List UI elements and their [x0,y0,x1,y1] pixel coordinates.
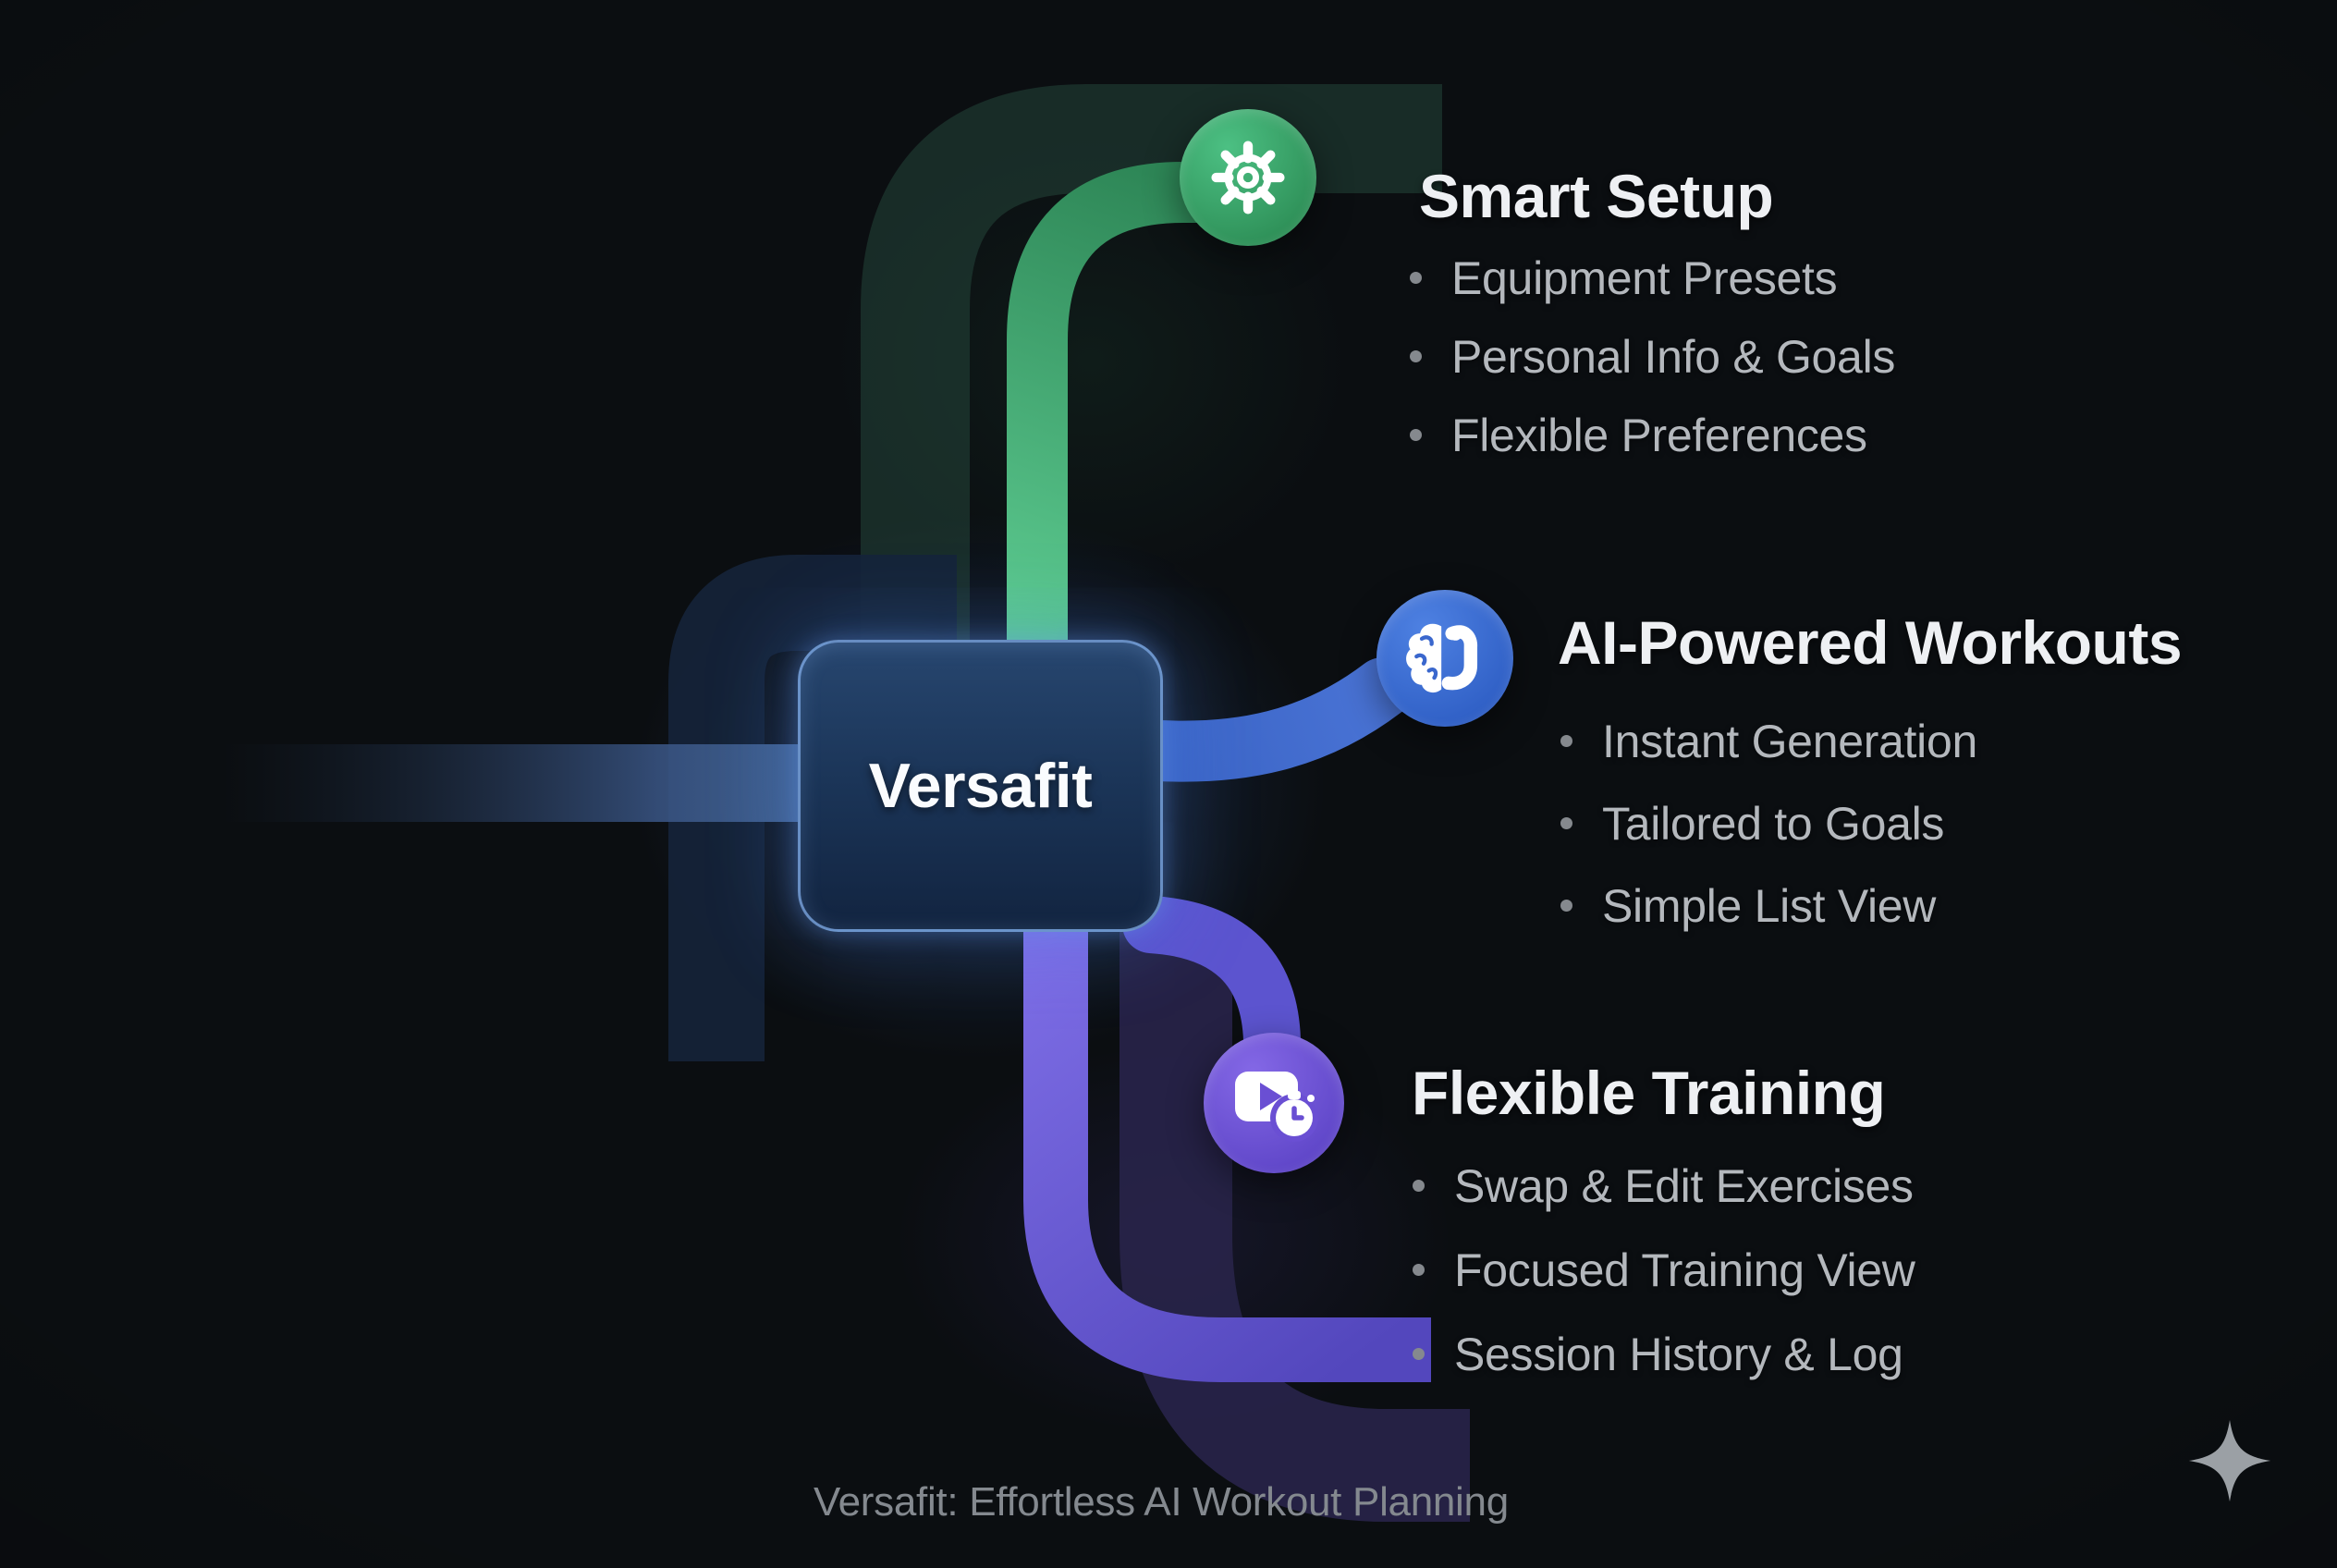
list-item: Personal Info & Goals [1410,317,1895,396]
list-item-label: Flexible Preferences [1451,409,1867,461]
list-item-label: Simple List View [1602,879,1937,932]
list-item-label: Tailored to Goals [1602,797,1945,850]
footer-caption: Versafit: Effortless AI Workout Planning [814,1479,1509,1525]
list-item: Swap & Edit Exercises [1413,1144,1915,1228]
ai-workouts-node [1377,590,1513,727]
list-item: Simple List View [1560,864,1977,947]
list-item: Tailored to Goals [1560,782,1977,864]
sparkle-icon [2188,1419,2271,1502]
center-node-label: Versafit [868,751,1093,821]
brain-flex-icon [1406,623,1478,693]
branch-title-smart-setup: Smart Setup [1419,162,1774,230]
bullet-dot [1410,350,1422,362]
list-item: Flexible Preferences [1410,396,1895,474]
video-timer-icon [1235,1072,1318,1142]
bullet-dot [1560,735,1572,747]
branch-title-flexible-training: Flexible Training [1412,1059,1886,1127]
list-item-label: Equipment Presets [1451,251,1838,304]
bullet-dot [1413,1264,1425,1276]
list-item: Equipment Presets [1410,239,1895,317]
list-item: Instant Generation [1560,700,1977,782]
branch-items-smart-setup: Equipment Presets Personal Info & Goals … [1410,239,1895,474]
gear-icon [1211,141,1285,214]
list-item-label: Instant Generation [1602,715,1977,767]
list-item: Focused Training View [1413,1228,1915,1312]
center-node-versafit: Versafit [798,640,1163,932]
list-item: Session History & Log [1413,1312,1915,1396]
pipe-green-main [1007,162,1257,653]
smart-setup-node [1180,109,1316,246]
list-item-label: Focused Training View [1454,1243,1915,1296]
branch-items-flexible-training: Swap & Edit Exercises Focused Training V… [1413,1144,1915,1396]
branch-items-ai-workouts: Instant Generation Tailored to Goals Sim… [1560,700,1977,947]
bullet-dot [1413,1348,1425,1360]
branch-title-ai-workouts: AI-Powered Workouts [1558,608,2183,677]
bullet-dot [1410,272,1422,284]
bullet-dot [1413,1180,1425,1192]
pipe-blue-right [1129,657,1413,782]
bullet-dot [1410,429,1422,441]
list-item-label: Swap & Edit Exercises [1454,1159,1914,1212]
list-item-label: Personal Info & Goals [1451,330,1896,383]
bullet-dot [1560,900,1572,912]
list-item-label: Session History & Log [1454,1328,1903,1380]
flexible-training-node [1204,1033,1344,1173]
bullet-dot [1560,817,1572,829]
